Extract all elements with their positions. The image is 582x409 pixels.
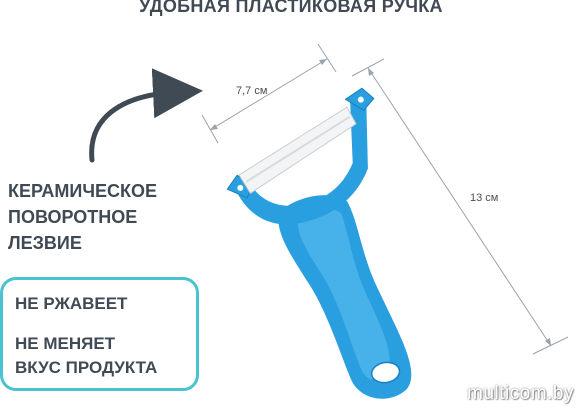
caption-line-2: ПОВОРОТНОЕ xyxy=(8,207,138,227)
benefit-line-2: ВКУС ПРОДУКТА xyxy=(15,358,158,377)
benefit-no-rust: НЕ РЖАВЕЕТ xyxy=(15,294,128,313)
benefit-line-1: НЕ МЕНЯЕТ xyxy=(15,334,116,353)
handle-hole xyxy=(370,361,401,384)
blade-width-dimension xyxy=(201,43,337,144)
caption-line-1: КЕРАМИЧЕСКОЕ xyxy=(8,181,157,201)
benefit-no-taste-change: НЕ МЕНЯЕТ ВКУС ПРОДУКТА xyxy=(15,332,157,380)
peeler xyxy=(226,87,412,399)
headline-text: УДОБНАЯ ПЛАСТИКОВАЯ РУЧКА xyxy=(139,0,443,16)
length-dimension xyxy=(351,58,569,355)
peeler-frame xyxy=(233,101,368,225)
watermark: multicom.by xyxy=(467,383,574,404)
ceramic-blade-caption: КЕРАМИЧЕСКОЕ ПОВОРОТНОЕ ЛЕЗВИЕ xyxy=(8,178,208,256)
ceramic-blade xyxy=(238,106,357,194)
blade-width-label: 7,7 см xyxy=(236,85,268,97)
headline: УДОБНАЯ ПЛАСТИКОВАЯ РУЧКА xyxy=(0,0,582,22)
curved-arrow-icon xyxy=(89,68,203,163)
benefits-box: НЕ РЖАВЕЕТ НЕ МЕНЯЕТ ВКУС ПРОДУКТА xyxy=(0,277,199,391)
length-label: 13 см xyxy=(470,192,499,204)
caption-line-3: ЛЕЗВИЕ xyxy=(8,233,82,253)
